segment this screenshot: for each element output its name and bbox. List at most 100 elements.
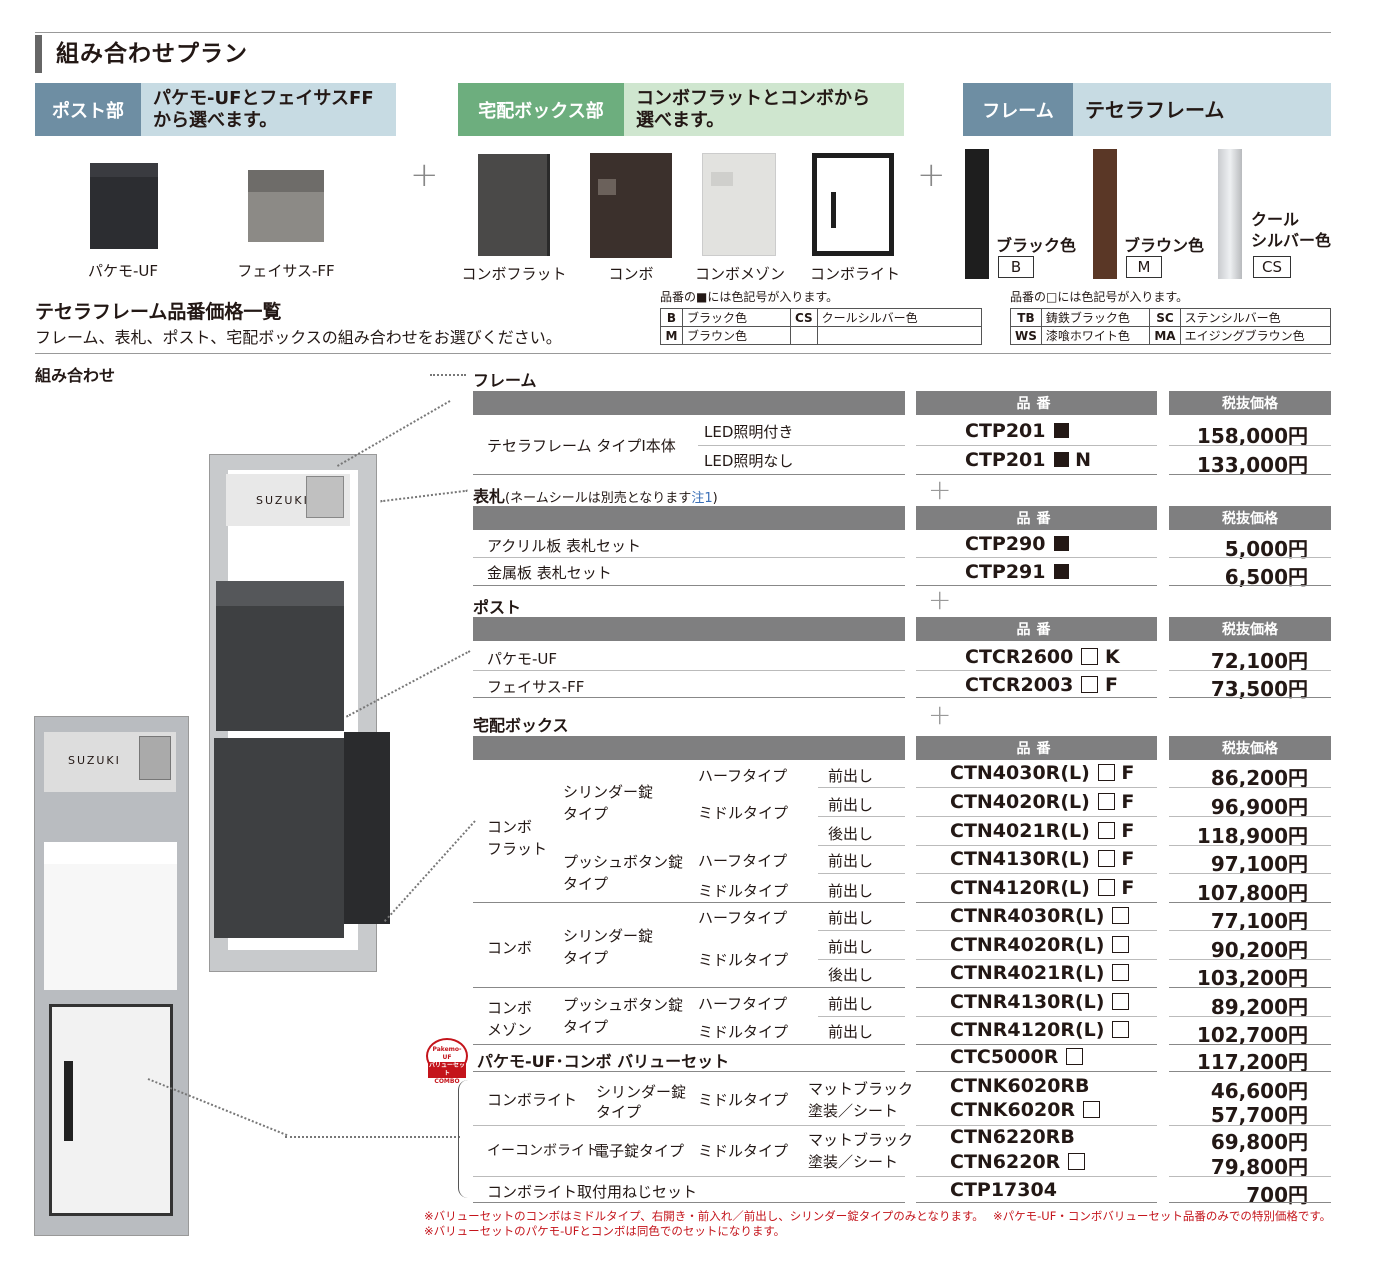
legend-note: 品番の■には色記号が入ります。 [660,290,839,304]
row-line [1169,1016,1331,1017]
faisas-ff-product: フェイサス-FF [233,260,339,280]
keypad-icon [711,172,733,186]
combo-flat-image [478,154,550,256]
row-line [916,930,1157,931]
combo-maison-image [702,153,776,256]
opening: 前出し [828,796,874,814]
row-line [698,445,905,446]
frame-section-desc: テセラフレーム [1073,83,1331,136]
delivery-box-unit [214,738,344,938]
frame-option: LED照明なし [704,452,794,470]
legend-value: エイジングブラウン色 [1179,326,1332,345]
frame-section-label: フレーム [963,83,1073,136]
top-rule [35,32,1331,33]
code-suffix: F [1121,791,1135,813]
frame-color-label: ブラック色 [996,236,1077,255]
color-code-empty-icon [1081,648,1099,665]
pakemo-uf-image [90,163,158,249]
legend-key: B [660,308,683,327]
row-line [916,1125,1157,1126]
product-code: CTNR4130R(L) [950,991,1130,1013]
divider [35,353,1331,354]
price: 118,900円 [1196,824,1308,848]
code-text: CTNR4120R(L) [950,1019,1105,1041]
row-line [818,959,905,960]
combo-flat-product: コンボフラット [461,263,566,283]
size-type: ミドルタイプ [698,1091,789,1109]
row-line [916,1044,1157,1045]
row-line [1169,902,1331,903]
plus-icon: + [917,155,946,195]
code-suffix: K [1104,646,1120,668]
code-text: CTN4021R(L) [950,820,1090,842]
product-code: CTN4030R(L) F [950,762,1134,784]
label-line: タイプ [596,1103,642,1121]
row-line [818,873,905,874]
frame-section-header: フレーム テセラフレーム [963,83,1331,136]
leader-line [430,374,466,376]
badge-line: バリューセット [428,1062,466,1078]
color-code-empty-icon [1097,879,1115,896]
code-text: CTCR2003 [965,674,1074,696]
frame-black-swatch [965,149,989,279]
code-header: 品番 [916,617,1157,641]
row-line [916,557,1157,558]
row-line [473,1071,905,1072]
product-label: コンボライト [809,265,901,283]
price: 117,200円 [1196,1050,1308,1074]
combination-label: 組み合わせ [35,366,116,385]
row-line [916,902,1157,903]
size-type: ハーフタイプ [698,995,788,1013]
color-code-filled-icon [1053,536,1069,551]
row-line [1169,1176,1331,1177]
price: 72,100円 [1210,649,1308,673]
code-suffix: F [1104,674,1118,696]
code-text: CTNR4021R(L) [950,962,1105,984]
box-section-header: 宅配ボックス部 コンボフラットとコンボから選べます。 [458,83,904,136]
row-line [473,1176,905,1177]
finish: マットブラック塗装／シート [808,1129,913,1173]
pakemo-uf-product: パケモ-UF [73,260,173,280]
label-line: タイプ [563,805,609,823]
size-type: ミドルタイプ [698,882,789,900]
label-line: シリンダー錠 [563,783,654,801]
row-line [818,930,905,931]
price-header: 税抜価格 [1169,506,1331,530]
code-text: CTP201 [965,420,1046,442]
lock-type: プッシュボタン錠タイプ [563,851,683,895]
row-line [473,1202,905,1203]
bracket [458,1080,470,1198]
color-code-empty-icon [1112,1021,1130,1038]
legend-value: ブラック色 [682,308,791,327]
legend-key: M [660,326,683,345]
code-suffix: F [1121,877,1135,899]
price: 86,200円 [1210,766,1308,790]
color-code-empty-icon [1112,907,1130,924]
footnote: ※パケモ-UF・コンボバリューセット品番のみでの特別価格です。 [993,1209,1332,1223]
code-text: CTN4030R(L) [950,762,1090,784]
label-line: 塗装／シート [808,1153,899,1171]
code-header: 品番 [916,506,1157,530]
product-code: CTN4021R(L) F [950,820,1134,842]
note-ref-link[interactable]: 注1 [691,491,713,506]
label-line: クール [1251,210,1300,229]
plus-icon: + [410,155,439,195]
combo-lite-product: コンボライト [805,263,905,283]
code-text: CTNR4020R(L) [950,934,1105,956]
product-code: CTP201 N [965,449,1091,471]
opening: 前出し [828,882,874,900]
frame-item: テセラフレーム タイプⅠ本体 [487,437,676,455]
color-code-filled-icon [1053,564,1069,579]
table-header-bar [473,736,905,760]
label-line: シリンダー錠 [596,1083,687,1101]
row-line [1169,845,1331,846]
post-table-title: ポスト [473,598,522,617]
row-line [1169,1044,1331,1045]
row-line [473,697,905,698]
price-header: 税抜価格 [1169,736,1331,760]
row-line [818,845,905,846]
label-line: シルバー色 [1251,231,1332,250]
price: 102,700円 [1196,1023,1308,1047]
row-line [916,845,1157,846]
product-code: CTP17304 [950,1179,1057,1201]
